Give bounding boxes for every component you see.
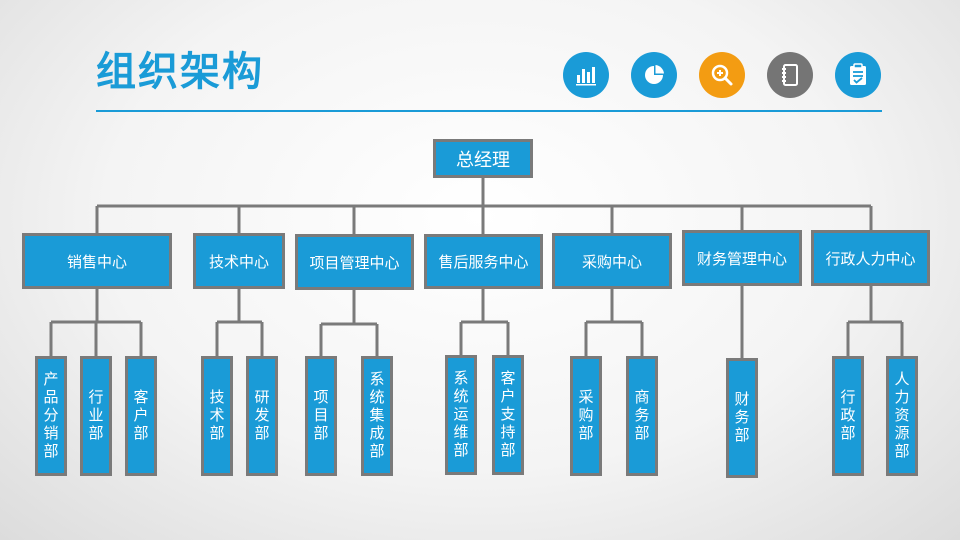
unit-customer: 客户部 [125, 356, 157, 476]
unit-finance: 财务部 [726, 358, 758, 478]
pie-chart-icon[interactable] [631, 52, 677, 98]
page-title: 组织架构 [96, 49, 264, 95]
dept-procurement: 采购中心 [552, 233, 672, 289]
dept-finance: 财务管理中心 [682, 230, 802, 286]
unit-system-ops: 系统运维部 [445, 355, 477, 475]
notebook-icon[interactable] [767, 52, 813, 98]
unit-rnd: 研发部 [246, 356, 278, 476]
unit-industry: 行业部 [80, 356, 112, 476]
unit-technology: 技术部 [201, 356, 233, 476]
dept-admin-hr: 行政人力中心 [811, 230, 930, 286]
dept-tech: 技术中心 [193, 233, 285, 289]
unit-system-integration: 系统集成部 [361, 356, 393, 476]
dept-project: 项目管理中心 [295, 234, 414, 290]
unit-admin: 行政部 [832, 356, 864, 476]
dept-after-sales: 售后服务中心 [424, 234, 543, 289]
unit-customer-support: 客户支持部 [492, 355, 524, 475]
org-root-general-manager: 总经理 [433, 139, 533, 178]
unit-product-distribution: 产品分销部 [35, 356, 67, 476]
unit-purchasing: 采购部 [570, 356, 602, 476]
dept-sales: 销售中心 [22, 233, 172, 289]
checklist-icon[interactable] [835, 52, 881, 98]
unit-hr: 人力资源部 [886, 356, 918, 476]
bar-chart-icon[interactable] [563, 52, 609, 98]
unit-project: 项目部 [305, 356, 337, 476]
zoom-in-icon[interactable] [699, 52, 745, 98]
title-divider [96, 110, 882, 112]
unit-commerce: 商务部 [626, 356, 658, 476]
